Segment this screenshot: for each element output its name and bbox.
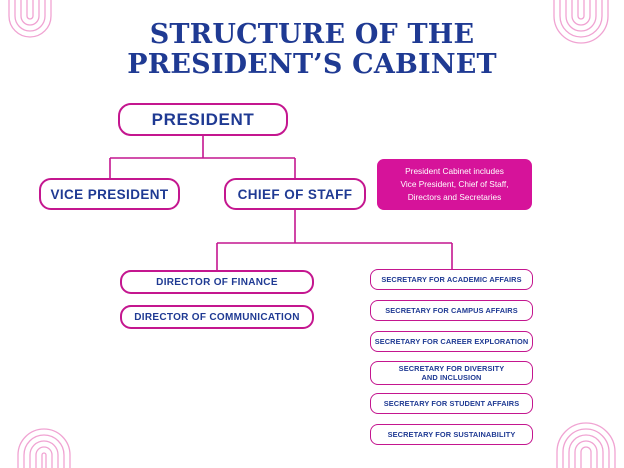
arch-bottom-left-icon <box>17 428 71 468</box>
node-vice-president: VICE PRESIDENT <box>39 178 180 210</box>
node-secretary-student-affairs: SECRETARY FOR STUDENT AFFAIRS <box>370 393 533 414</box>
node-president: PRESIDENT <box>118 103 288 136</box>
arch-bottom-right-icon <box>556 422 616 468</box>
node-chief-of-staff: CHIEF OF STAFF <box>224 178 366 210</box>
note-line-1: President Cabinet includes <box>405 166 504 176</box>
node-secretary-academic-affairs: SECRETARY FOR ACADEMIC AFFAIRS <box>370 269 533 290</box>
node-director-communication: DIRECTOR OF COMMUNICATION <box>120 305 314 329</box>
arch-top-right-icon <box>553 0 609 44</box>
node-secretary-sustainability: SECRETARY FOR SUSTAINABILITY <box>370 424 533 445</box>
arch-top-left-icon <box>8 0 52 38</box>
page-title-line-2: PRESIDENT’S CABINET <box>127 49 497 80</box>
note-line-2: Vice President, Chief of Staff, <box>400 179 509 189</box>
note-line-3: Directors and Secretaries <box>407 192 502 202</box>
note-callout: President Cabinet includes Vice Presiden… <box>377 159 532 210</box>
page-title-line-1: STRUCTURE OF THE <box>149 19 475 50</box>
node-secretary-career-exploration: SECRETARY FOR CAREER EXPLORATION <box>370 331 533 352</box>
node-secretary-campus-affairs: SECRETARY FOR CAMPUS AFFAIRS <box>370 300 533 321</box>
node-director-finance: DIRECTOR OF FINANCE <box>120 270 314 294</box>
node-secretary-diversity-inclusion: SECRETARY FOR DIVERSITY AND INCLUSION <box>370 361 533 385</box>
